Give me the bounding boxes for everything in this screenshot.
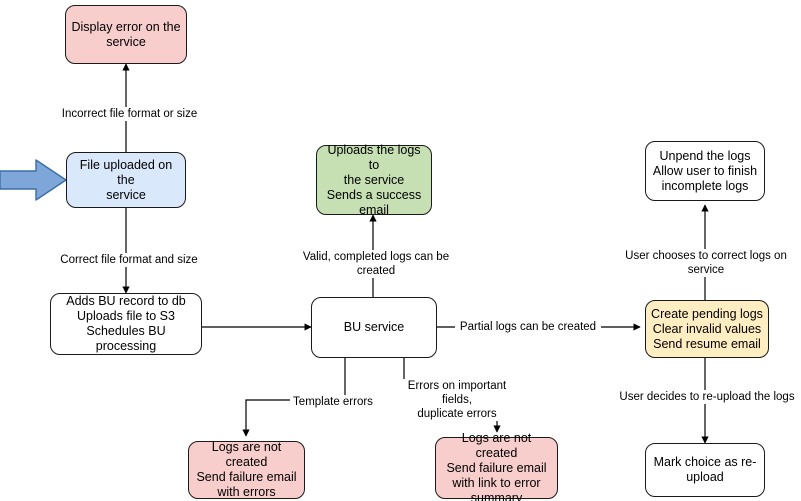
node-unpend-logs[interactable]: Unpend the logs Allow user to finish inc…: [645, 141, 765, 201]
node-logs-not-created-template[interactable]: Logs are not created Send failure email …: [188, 440, 305, 499]
edge-label-partial-logs: Partial logs can be created: [455, 320, 601, 334]
node-adds-bu-record[interactable]: Adds BU record to db Uploads file to S3 …: [50, 293, 202, 355]
node-file-uploaded[interactable]: File uploaded on the service: [66, 152, 186, 208]
edge-label-incorrect-format: Incorrect file format or size: [55, 107, 204, 121]
node-logs-not-created-summary[interactable]: Logs are not created Send failure email …: [435, 431, 558, 501]
node-mark-reupload[interactable]: Mark choice as re- upload: [645, 443, 765, 497]
edge-label-important-errors: Errors on important fields, duplicate er…: [392, 379, 522, 421]
node-uploads-logs[interactable]: Uploads the logs to the service Sends a …: [316, 143, 432, 217]
node-display-error[interactable]: Display error on the service: [65, 5, 187, 64]
node-bu-service[interactable]: BU service: [311, 297, 437, 358]
edge-label-correct-format: Correct file format and size: [55, 253, 203, 267]
edge-label-user-corrects: User chooses to correct logs on service: [607, 249, 801, 277]
edge-label-valid-logs: Valid, completed logs can be created: [281, 250, 471, 278]
incoming-block-arrow: [0, 159, 67, 201]
node-create-pending-logs[interactable]: Create pending logs Clear invalid values…: [645, 300, 769, 358]
edge-label-template-errors: Template errors: [290, 395, 376, 409]
edge-label-user-reupload: User decides to re-upload the logs: [612, 390, 801, 404]
